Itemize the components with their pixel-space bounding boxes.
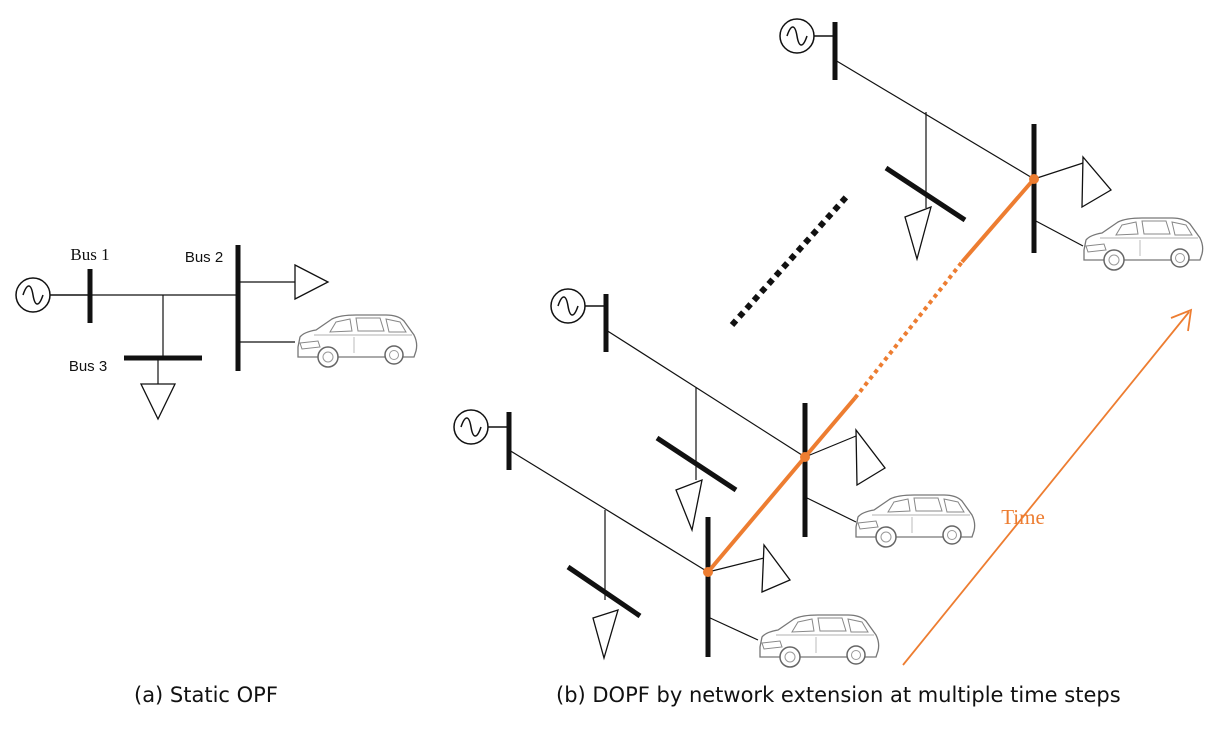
bus2-label: Bus 2 [185,249,223,266]
load-triangle-icon [904,205,932,262]
caption-static-opf: (a) Static OPF [134,683,278,707]
generator-icon [779,18,815,54]
generator-icon [550,288,586,324]
load-triangle-icon [139,383,177,421]
ellipsis-dashed-line [729,193,851,327]
caption-dopf: (b) DOPF by network extension at multipl… [556,683,1121,707]
time-arrow: Time [902,308,1193,666]
bus1-bus2-line [508,449,709,573]
electric-vehicle-icon [759,614,880,668]
generator-icon [15,277,51,313]
load-triangle-icon [675,478,703,533]
bus2-load-line [804,435,857,458]
time-link-node [800,452,810,462]
bus3-label: Bus 3 [69,358,107,375]
bus1-bus2-line [834,59,1035,180]
load-triangle-icon [294,263,330,301]
load-triangle-icon [761,543,792,594]
time-step-2-network [550,288,976,548]
static-opf-network: Bus 1 Bus 2 Bus 3 [15,245,418,421]
bus2-ev-line [804,496,857,523]
bus2-ev-line [1033,219,1084,247]
bus3-bar [566,564,642,619]
bus1-bus2-line [605,329,806,458]
time-link-segment [960,177,1036,264]
time-link-node [1029,174,1039,184]
electric-vehicle-icon [1083,217,1204,271]
time-arrow-head [1170,308,1193,332]
load-triangle-icon [855,428,886,487]
bus1-label: Bus 1 [70,245,109,264]
time-step-n-network [779,18,1204,271]
inter-temporal-link [703,174,1039,577]
generator-icon [453,409,489,445]
electric-vehicle-icon [297,314,418,368]
load-triangle-icon [592,609,619,661]
bus2-ev-line [707,616,759,641]
load-triangle-icon [1081,155,1112,209]
bus1-generator [15,277,51,313]
time-link-segment [803,396,857,459]
time-step-1-network [453,409,880,668]
bus3-bar [884,165,967,223]
bus3-bar [655,435,738,493]
time-arrow-shaft [902,311,1190,666]
time-label: Time [1001,505,1045,529]
time-link-dotted-segment [853,260,964,400]
electric-vehicle-icon [855,494,976,548]
time-link-segment [706,455,807,574]
bus2-load-line [1033,162,1084,180]
time-link-node [703,567,713,577]
bus2-load-line [707,557,765,573]
